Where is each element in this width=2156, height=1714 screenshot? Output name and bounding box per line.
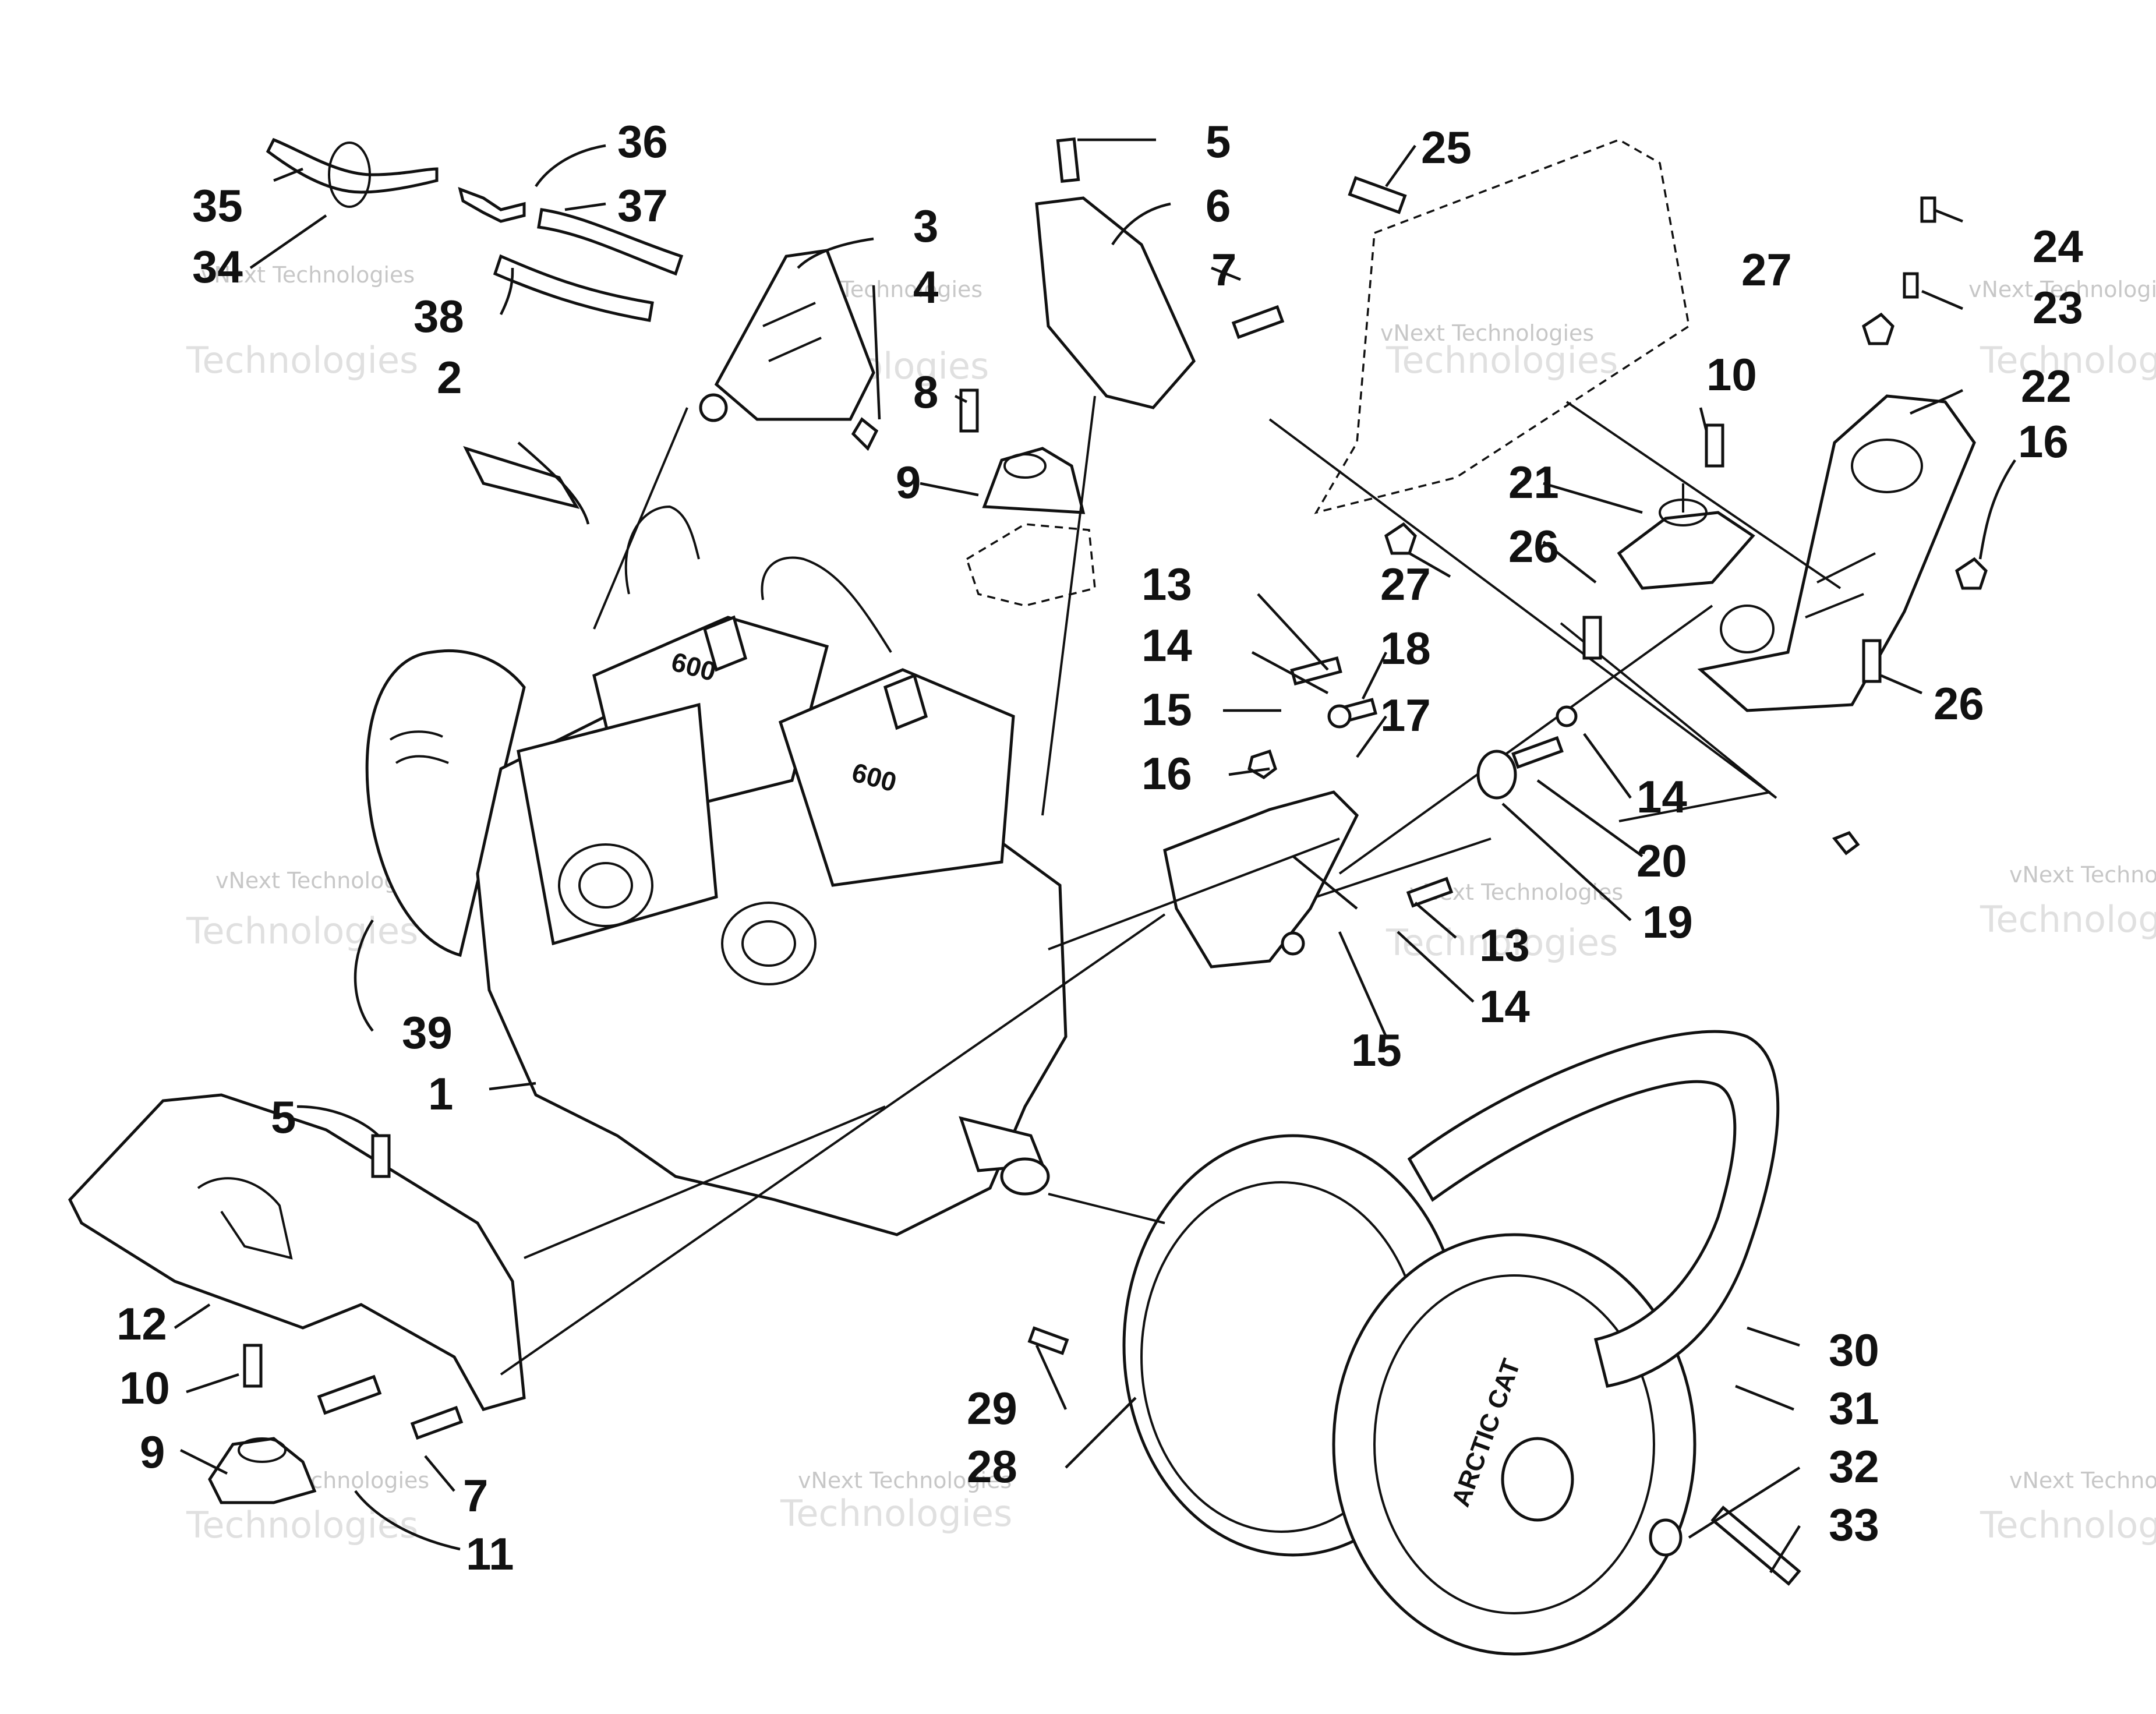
middle-bracket-part [1163, 790, 1359, 969]
watermark-text: Technologies [1980, 898, 2156, 941]
callout-22: 22 [2021, 361, 2072, 412]
callout-35: 35 [192, 180, 243, 231]
lower-bracket-part [68, 1093, 526, 1411]
callout-26: 26 [1934, 678, 1984, 729]
watermark-text: vNext Technologies [2009, 862, 2156, 888]
watermark-text: vNext Technologies [1968, 277, 2156, 302]
watermark-text: vNext Technologies [2009, 1468, 2156, 1493]
engine-mount-part [1617, 483, 1755, 590]
callout-5: 5 [1206, 116, 1231, 167]
callout-31: 31 [1829, 1383, 1879, 1434]
callout-15: 15 [1351, 1024, 1402, 1076]
callout-30: 30 [1829, 1324, 1879, 1376]
engine-mount-part [965, 447, 1096, 607]
callout-7: 7 [463, 1470, 488, 1521]
callout-26: 26 [1508, 521, 1559, 572]
callout-2: 2 [437, 352, 462, 403]
watermark-text: vNext Technologies [1380, 320, 1594, 346]
callout-20: 20 [1637, 835, 1687, 886]
watermark-text: vNext Technologies [798, 1468, 1012, 1493]
hoses-part [266, 137, 684, 322]
callout-13: 13 [1141, 559, 1192, 610]
callout-27: 27 [1741, 244, 1792, 295]
gasket-part [463, 446, 580, 509]
callout-9: 9 [896, 457, 921, 508]
callout-12: 12 [116, 1298, 167, 1349]
callout-16: 16 [2018, 416, 2069, 467]
callout-16: 16 [1141, 748, 1192, 799]
callout-17: 17 [1380, 690, 1431, 741]
callouts: 1 2 3 4 5 5 6 7 7 8 9 9 10 10 11 12 13 1… [116, 116, 2083, 1579]
drive-belt-part [1407, 1030, 1780, 1388]
drive-clutch-part: ARCTIC CAT [1122, 1134, 1696, 1656]
callout-21: 21 [1508, 457, 1559, 508]
callout-8: 8 [913, 366, 938, 418]
callout-3: 3 [913, 200, 938, 252]
watermark-text: Technologies [186, 910, 418, 952]
callout-9: 9 [140, 1426, 165, 1478]
callout-28: 28 [967, 1441, 1017, 1492]
watermark-text: vNext Technologies [201, 262, 415, 288]
callout-32: 32 [1829, 1441, 1879, 1492]
callout-27: 27 [1380, 559, 1431, 610]
front-bracket-part [1035, 196, 1196, 409]
callout-19: 19 [1642, 896, 1693, 948]
watermark-text: Technologies [1386, 339, 1618, 381]
watermark-text: Technologies [1980, 1504, 2156, 1546]
callout-38: 38 [413, 291, 464, 342]
callout-36: 36 [617, 116, 668, 167]
leader-lines [174, 138, 2016, 1574]
callout-7: 7 [1211, 244, 1236, 295]
callout-34: 34 [192, 241, 243, 292]
callout-14: 14 [1637, 771, 1687, 822]
callout-29: 29 [967, 1383, 1017, 1434]
callout-18: 18 [1380, 623, 1431, 674]
callout-10: 10 [119, 1362, 170, 1413]
chassis-panel-outline [1314, 139, 1690, 514]
callout-39: 39 [402, 1007, 453, 1058]
engine-mount-part [208, 1437, 317, 1504]
watermark-text: Technologies [1980, 339, 2156, 381]
callout-13: 13 [1479, 920, 1530, 971]
callout-23: 23 [2033, 282, 2083, 333]
fasteners [243, 137, 1988, 1586]
callout-14: 14 [1479, 981, 1530, 1032]
callout-15: 15 [1141, 684, 1192, 735]
callout-24: 24 [2033, 221, 2083, 272]
callout-11: 11 [466, 1528, 514, 1579]
assembly-lines [500, 395, 1842, 1376]
right-bracket-part [1697, 394, 1976, 712]
callout-4: 4 [913, 261, 938, 313]
callout-5: 5 [271, 1091, 296, 1143]
callout-25: 25 [1421, 122, 1472, 173]
callout-33: 33 [1829, 1499, 1879, 1550]
engine-part: 600 600 [476, 505, 1068, 1236]
callout-10: 10 [1706, 349, 1757, 400]
callout-37: 37 [617, 180, 668, 231]
callout-6: 6 [1206, 180, 1231, 231]
callout-14: 14 [1141, 620, 1192, 671]
watermark-text: Technologies [186, 339, 418, 381]
watermark-text: Technologies [186, 1504, 418, 1546]
hose-bracket-part [699, 249, 879, 451]
watermark-text: Technologies [780, 1492, 1012, 1535]
airbox-part [365, 649, 526, 957]
callout-1: 1 [428, 1068, 453, 1119]
